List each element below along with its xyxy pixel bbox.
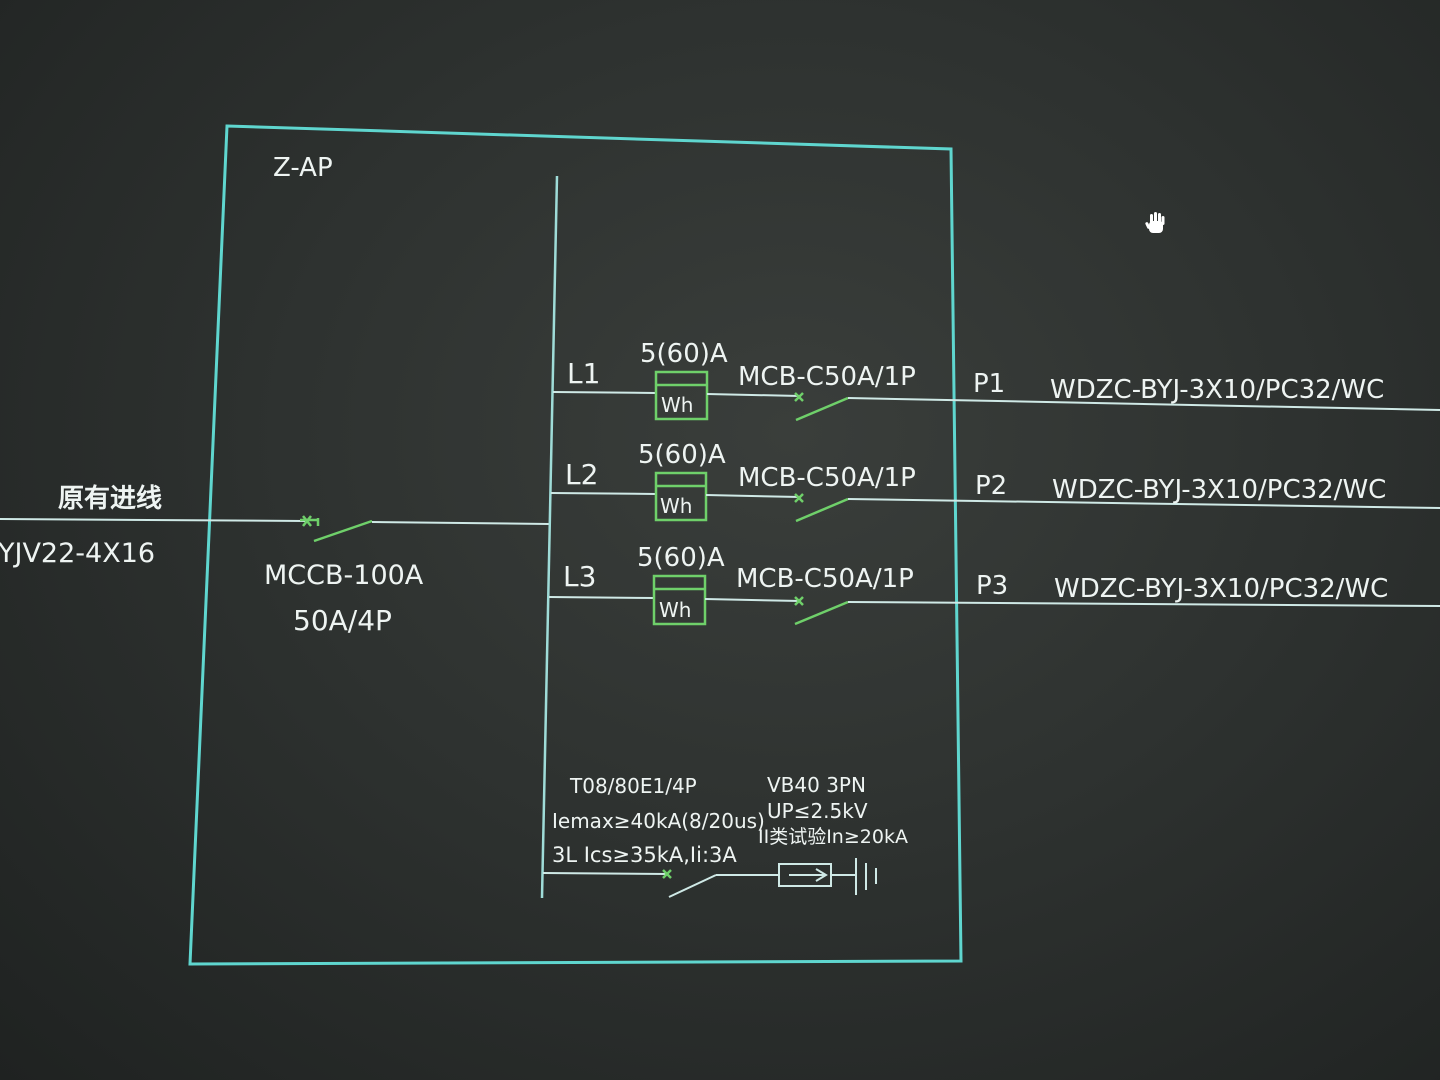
circuit-id: P2	[975, 471, 1007, 501]
meter-rating: 5(60)A	[638, 440, 726, 470]
incoming-wire	[0, 518, 306, 522]
meter-rating: 5(60)A	[637, 543, 725, 573]
hand-cursor-icon	[1145, 212, 1165, 233]
main-breaker-type: MCCB-100A	[264, 560, 424, 591]
circuit-p2: L2 5(60)A Wh MCB-C50A/1P P2 WDZC-BYJ-3X1…	[550, 440, 1440, 523]
spd-device-line2: UP≤2.5kV	[767, 799, 868, 823]
circuit-wire	[552, 391, 657, 394]
surge-protection-branch: T08/80E1/4P Iemax≥40kA(8/20us) 3L Ics≥35…	[542, 773, 908, 898]
outgoing-cable: WDZC-BYJ-3X10/PC32/WC	[1050, 375, 1384, 405]
incoming-cable: YJV22-4X16	[0, 538, 155, 569]
circuit-wire	[550, 492, 657, 495]
kwh-meter-icon: Wh	[652, 574, 707, 626]
spd-device-line1: VB40 3PN	[767, 773, 866, 797]
circuit-id: P3	[976, 571, 1008, 601]
spd-wire	[542, 872, 669, 875]
outgoing-cable: WDZC-BYJ-3X10/PC32/WC	[1054, 574, 1388, 604]
earth-ground-icon	[855, 858, 877, 895]
outgoing-wire	[847, 498, 1440, 509]
main-breaker-rating: 50A/4P	[293, 604, 392, 637]
circuit-wire	[705, 494, 801, 498]
outgoing-wire	[847, 601, 1440, 607]
panel-name: Z-AP	[273, 153, 333, 183]
breaker-switch-icon	[794, 392, 849, 422]
circuit-id: P1	[973, 369, 1005, 399]
spd-device-line3: II类试验In≥20kA	[758, 826, 908, 848]
outgoing-wire	[847, 397, 1440, 411]
panel-frame	[188, 124, 963, 966]
breaker-switch-icon	[794, 596, 849, 626]
spd-breaker-line3: 3L Ics≥35kA,Ii:3A	[552, 843, 737, 867]
phase-label: L1	[567, 357, 600, 390]
breaker-label: MCB-C50A/1P	[736, 564, 914, 594]
breaker-switch-icon	[794, 493, 849, 523]
meter-label: Wh	[661, 393, 693, 417]
circuit-p1: L1 5(60)A Wh MCB-C50A/1P P1 WDZC-BYJ-3X1…	[552, 339, 1440, 422]
meter-label: Wh	[660, 494, 692, 518]
busbar	[540, 175, 559, 899]
kwh-meter-icon: Wh	[654, 370, 709, 421]
main-to-bus-wire	[371, 521, 550, 525]
circuit-wire	[706, 393, 801, 397]
surge-arrester-icon	[778, 863, 832, 887]
main-breaker-switch-icon	[300, 515, 373, 543]
outgoing-cable: WDZC-BYJ-3X10/PC32/WC	[1052, 475, 1386, 505]
breaker-label: MCB-C50A/1P	[738, 463, 916, 493]
spd-breaker-line1: T08/80E1/4P	[569, 774, 697, 798]
incoming-label: 原有进线	[58, 484, 162, 514]
breaker-label: MCB-C50A/1P	[738, 362, 916, 392]
circuit-wire	[548, 596, 655, 599]
kwh-meter-icon: Wh	[654, 471, 708, 522]
phase-label: L2	[565, 458, 598, 491]
meter-rating: 5(60)A	[640, 339, 728, 369]
meter-label: Wh	[659, 598, 691, 622]
phase-label: L3	[563, 560, 596, 593]
circuit-wire	[704, 598, 801, 602]
spd-breaker-switch-icon	[662, 869, 717, 898]
spd-breaker-line2: Iemax≥40kA(8/20us)	[552, 809, 765, 833]
circuit-p3: L3 5(60)A Wh MCB-C50A/1P P3 WDZC-BYJ-3X1…	[548, 543, 1440, 626]
